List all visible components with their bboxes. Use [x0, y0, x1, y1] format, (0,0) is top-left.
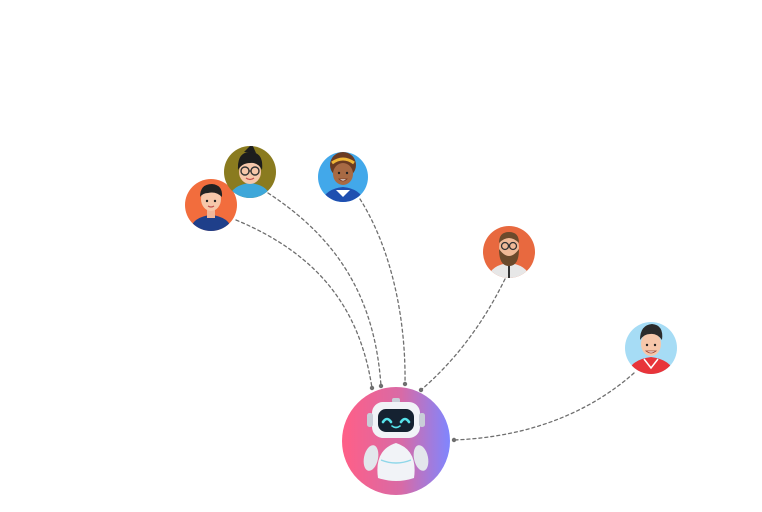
- edge-end-dot: [369, 385, 375, 391]
- user-avatar-icon: [185, 179, 237, 231]
- edge-red-hoodie-to-hub: [453, 372, 635, 441]
- user-avatar-icon: [625, 322, 677, 374]
- user-avatar-icon: [318, 152, 368, 202]
- edge-end-dot: [378, 383, 384, 389]
- edge-end-dot: [451, 437, 457, 443]
- hub-robot: [342, 387, 450, 495]
- edge-glasses-boy-to-hub: [267, 192, 382, 387]
- edge-end-dot: [402, 381, 408, 387]
- user-avatar-icon: [224, 146, 276, 198]
- robot-icon: [363, 398, 429, 481]
- user-avatar-icon: [483, 226, 535, 278]
- edge-end-dot: [418, 387, 424, 393]
- edge-orange-hoodie-to-hub: [235, 219, 373, 389]
- edge-curly-woman-to-hub: [359, 198, 406, 385]
- edges: [235, 192, 635, 443]
- edge-bearded-man-to-hub: [420, 278, 506, 391]
